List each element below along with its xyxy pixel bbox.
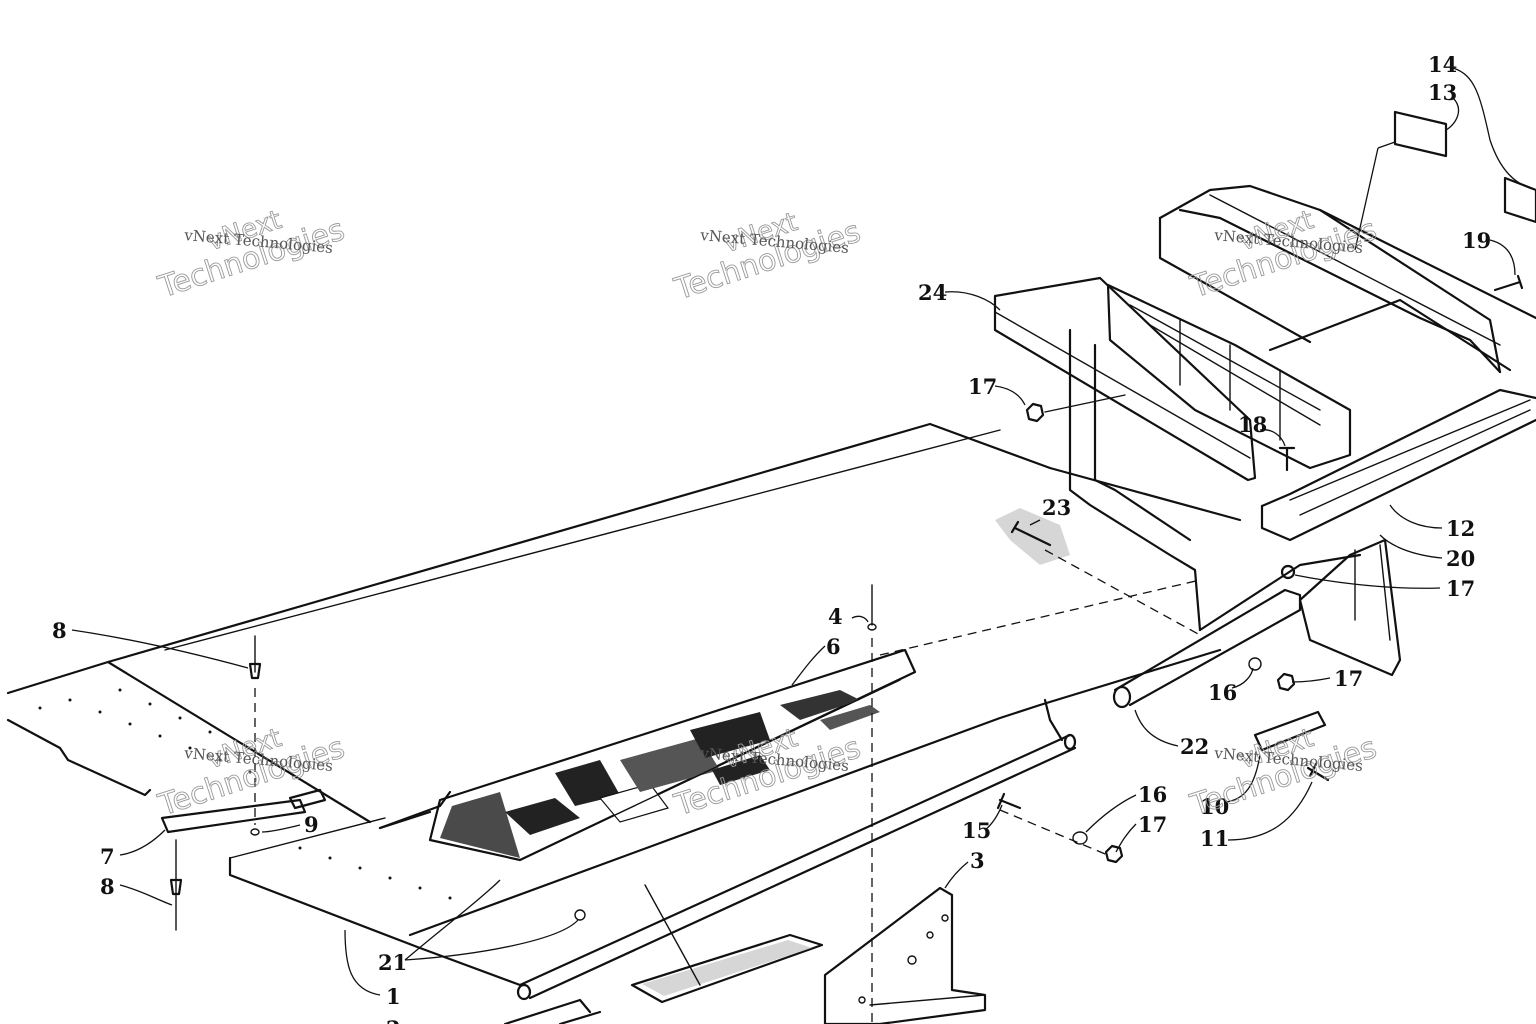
callout-15: 15 (962, 818, 991, 843)
callout-17-bumper: 17 (1446, 576, 1475, 601)
left-board-rivets (38, 688, 452, 900)
assembly-lines (879, 394, 1201, 857)
callout-21: 21 (378, 950, 407, 975)
callout-23: 23 (1042, 495, 1071, 520)
side-rail-tube (516, 733, 1077, 1001)
callout-4: 4 (828, 604, 843, 629)
callout-3: 3 (970, 848, 985, 873)
callout-6: 6 (826, 634, 841, 659)
callout-16-lower: 16 (1138, 782, 1167, 807)
callout-17-lower: 17 (1138, 812, 1167, 837)
foot-plate (630, 884, 824, 1004)
callout-20: 20 (1446, 546, 1475, 571)
callout-9: 9 (304, 812, 319, 837)
callout-12: 12 (1446, 516, 1475, 541)
callout-17-tube: 17 (1334, 666, 1363, 691)
callout-18: 18 (1238, 412, 1267, 437)
callout-labels: 14 13 19 24 17 18 23 12 20 17 4 6 8 16 1… (52, 52, 1491, 1024)
callout-1: 1 (386, 984, 401, 1009)
decal-strip (428, 648, 917, 862)
callout-24: 24 (918, 280, 947, 305)
callout-8-lower: 8 (100, 874, 115, 899)
callout-16-upper: 16 (1208, 680, 1237, 705)
callout-2: 2 (386, 1016, 401, 1024)
fasteners (160, 584, 877, 1024)
lower-left-parts (503, 998, 602, 1024)
callout-7: 7 (100, 844, 115, 869)
callout-14: 14 (1428, 52, 1457, 77)
callout-22: 22 (1180, 734, 1209, 759)
lower-board (408, 703, 1042, 987)
callout-17-upper: 17 (968, 374, 997, 399)
leader-lines (71, 67, 1536, 996)
left-running-board (6, 660, 452, 950)
rear-bumper (993, 110, 1536, 864)
callout-10: 10 (1200, 794, 1229, 819)
bracket (823, 886, 987, 1024)
tunnel-panel (106, 422, 1242, 830)
callout-13: 13 (1428, 80, 1457, 105)
callout-19: 19 (1462, 228, 1491, 253)
callout-8-upper: 8 (52, 618, 67, 643)
callout-11: 11 (1200, 826, 1229, 851)
